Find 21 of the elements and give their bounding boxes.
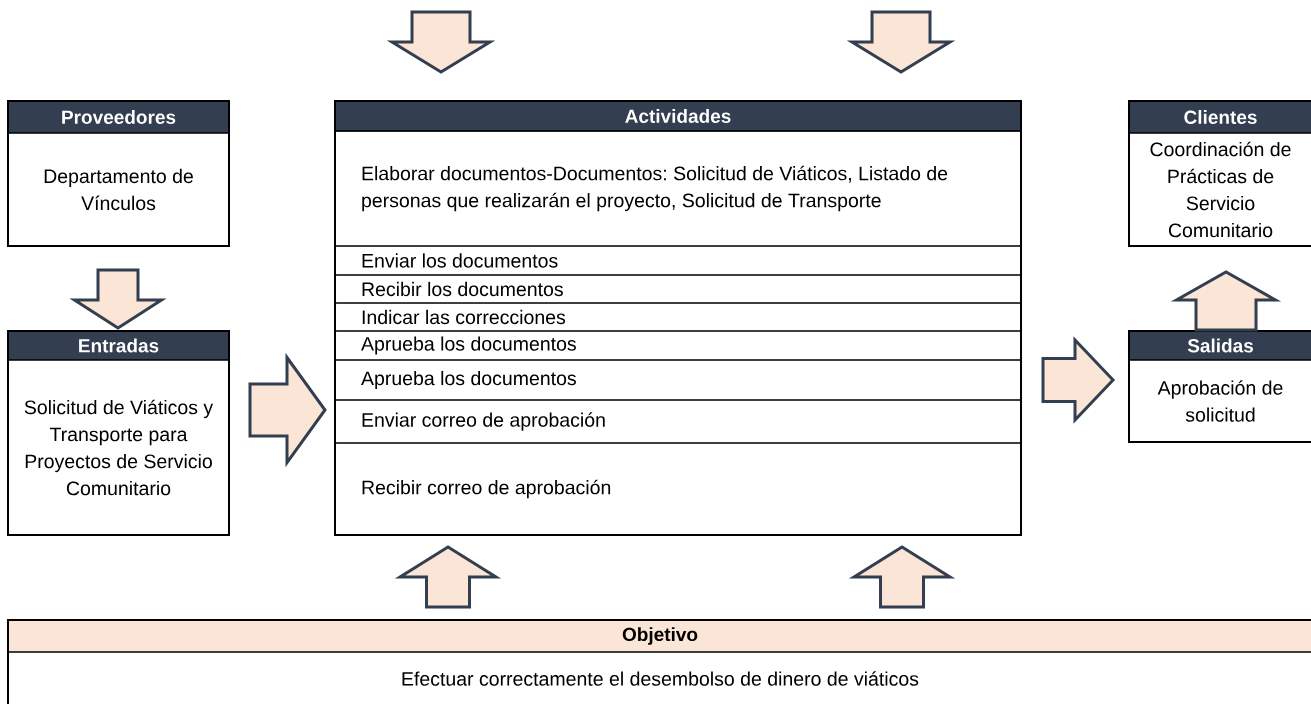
process-box: Clientes Coordinación de Prácticas de Servicio Comunitario xyxy=(1128,100,1311,247)
process-box: Salidas Aprobación de solicitud xyxy=(1128,330,1311,443)
block-arrow xyxy=(1170,270,1282,332)
process-box: Proveedores Departamento de Vínculos xyxy=(7,100,230,247)
block-arrow xyxy=(848,545,956,609)
activity-row: Recibir correo de aprobación xyxy=(335,442,1022,536)
activity-row: Enviar correo de aprobación xyxy=(335,399,1022,444)
block-arrow xyxy=(386,10,496,74)
block-arrow xyxy=(846,10,956,74)
activity-row: Elaborar documentos-Documentos: Solicitud de Viáticos, Listado de personas que realizarán el proyecto, Solicitud de Transporte xyxy=(335,130,1022,247)
activity-row: Indicar las correcciones xyxy=(335,302,1022,332)
block-arrow xyxy=(248,352,327,468)
activity-row: Aprueba los documentos xyxy=(335,359,1022,401)
process-box: Objetivo Efectuar correctamente el desembolso de dinero de viáticos xyxy=(7,619,1311,704)
block-arrow xyxy=(69,268,167,330)
activity-row: Aprueba los documentos xyxy=(335,330,1022,361)
block-arrow xyxy=(394,545,502,609)
activity-row: Enviar los documentos xyxy=(335,245,1022,276)
block-arrow xyxy=(1041,336,1116,424)
process-box: Entradas Solicitud de Viáticos y Transporte para Proyectos de Servicio Comunitario xyxy=(7,330,230,536)
activity-row: Recibir los documentos xyxy=(335,274,1022,304)
